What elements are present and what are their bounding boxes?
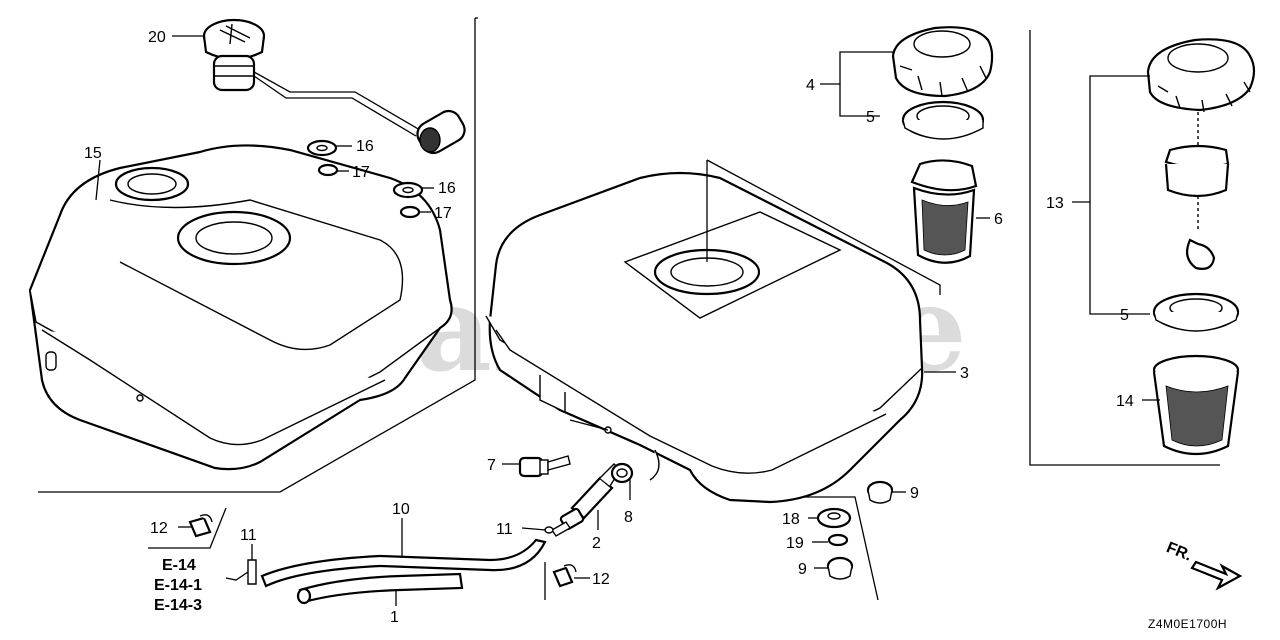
front-direction-arrow: FR. <box>1164 539 1243 591</box>
callout-5a[interactable]: 5 <box>866 109 875 126</box>
ref-e-14-3[interactable]: E-14-3 <box>154 597 202 614</box>
callout-9a[interactable]: 9 <box>910 485 919 502</box>
callout-17a[interactable]: 17 <box>352 164 370 181</box>
clip-11a[interactable] <box>247 559 257 585</box>
fuel-strainer[interactable] <box>910 159 978 264</box>
fuel-valve[interactable] <box>551 463 621 537</box>
filler-screen[interactable] <box>1152 354 1240 456</box>
ref-e-14[interactable]: E-14 <box>162 557 196 574</box>
section-dividers <box>38 17 1220 601</box>
ref-e-14-1[interactable]: E-14-1 <box>154 577 202 594</box>
cap-seal-5b[interactable] <box>1152 292 1240 332</box>
callout-3[interactable]: 3 <box>960 365 969 382</box>
callout-6[interactable]: 6 <box>994 211 1003 228</box>
fuel-tube[interactable] <box>260 538 547 588</box>
callout-16a[interactable]: 16 <box>356 138 374 155</box>
fuel-tank-left[interactable] <box>28 144 453 471</box>
fuel-tank-right[interactable] <box>485 171 924 504</box>
washer-thick-18[interactable] <box>816 507 852 529</box>
callout-4[interactable]: 4 <box>806 77 815 94</box>
callout-16b[interactable]: 16 <box>438 180 456 197</box>
cap-assembly-with-chain[interactable] <box>1146 38 1256 270</box>
fuel-filler-cap[interactable] <box>891 26 994 98</box>
callout-1[interactable]: 1 <box>390 609 399 626</box>
callout-12b[interactable]: 12 <box>592 571 610 588</box>
callout-15[interactable]: 15 <box>84 145 102 162</box>
direction-label: FR. <box>1164 539 1194 564</box>
callout-7[interactable]: 7 <box>487 457 496 474</box>
callout-9b[interactable]: 9 <box>798 561 807 578</box>
callout-19[interactable]: 19 <box>786 535 804 552</box>
fuel-gauge-sender[interactable] <box>202 18 469 157</box>
washer-17b[interactable] <box>399 205 421 219</box>
clip-11b[interactable] <box>544 526 554 534</box>
callout-13[interactable]: 13 <box>1046 195 1064 212</box>
washer-ring[interactable] <box>610 462 634 484</box>
callout-12a[interactable]: 12 <box>150 520 168 537</box>
leader-lines <box>95 35 1160 606</box>
callout-2[interactable]: 2 <box>592 535 601 552</box>
clamp-12a[interactable] <box>188 514 213 538</box>
grommet-9b[interactable] <box>826 556 854 580</box>
washer-thin-19[interactable] <box>827 533 849 547</box>
callout-8[interactable]: 8 <box>624 509 633 526</box>
washer-16a[interactable] <box>306 139 338 157</box>
bolt[interactable] <box>518 455 571 478</box>
callout-5b[interactable]: 5 <box>1120 307 1129 324</box>
fuel-tube-short[interactable] <box>296 572 464 605</box>
reference-sections: E-14 E-14-1 E-14-3 <box>154 557 202 614</box>
callout-18[interactable]: 18 <box>782 511 800 528</box>
grommet-9a[interactable] <box>866 480 894 504</box>
callout-labels: 20 15 16 17 16 17 4 5 6 3 13 5 14 7 8 2 … <box>84 29 1134 626</box>
diagram-code: Z4M0E1700H <box>1148 617 1227 631</box>
callout-17b[interactable]: 17 <box>434 205 452 222</box>
callout-11b[interactable]: 11 <box>496 521 513 538</box>
washer-16b[interactable] <box>392 181 424 199</box>
callout-20[interactable]: 20 <box>148 29 166 46</box>
washer-17a[interactable] <box>317 163 339 177</box>
callout-10[interactable]: 10 <box>392 501 410 518</box>
callout-11a[interactable]: 11 <box>240 527 257 544</box>
callout-14[interactable]: 14 <box>1116 393 1134 410</box>
clamp-12b[interactable] <box>552 564 577 588</box>
cap-seal-5a[interactable] <box>901 100 985 140</box>
